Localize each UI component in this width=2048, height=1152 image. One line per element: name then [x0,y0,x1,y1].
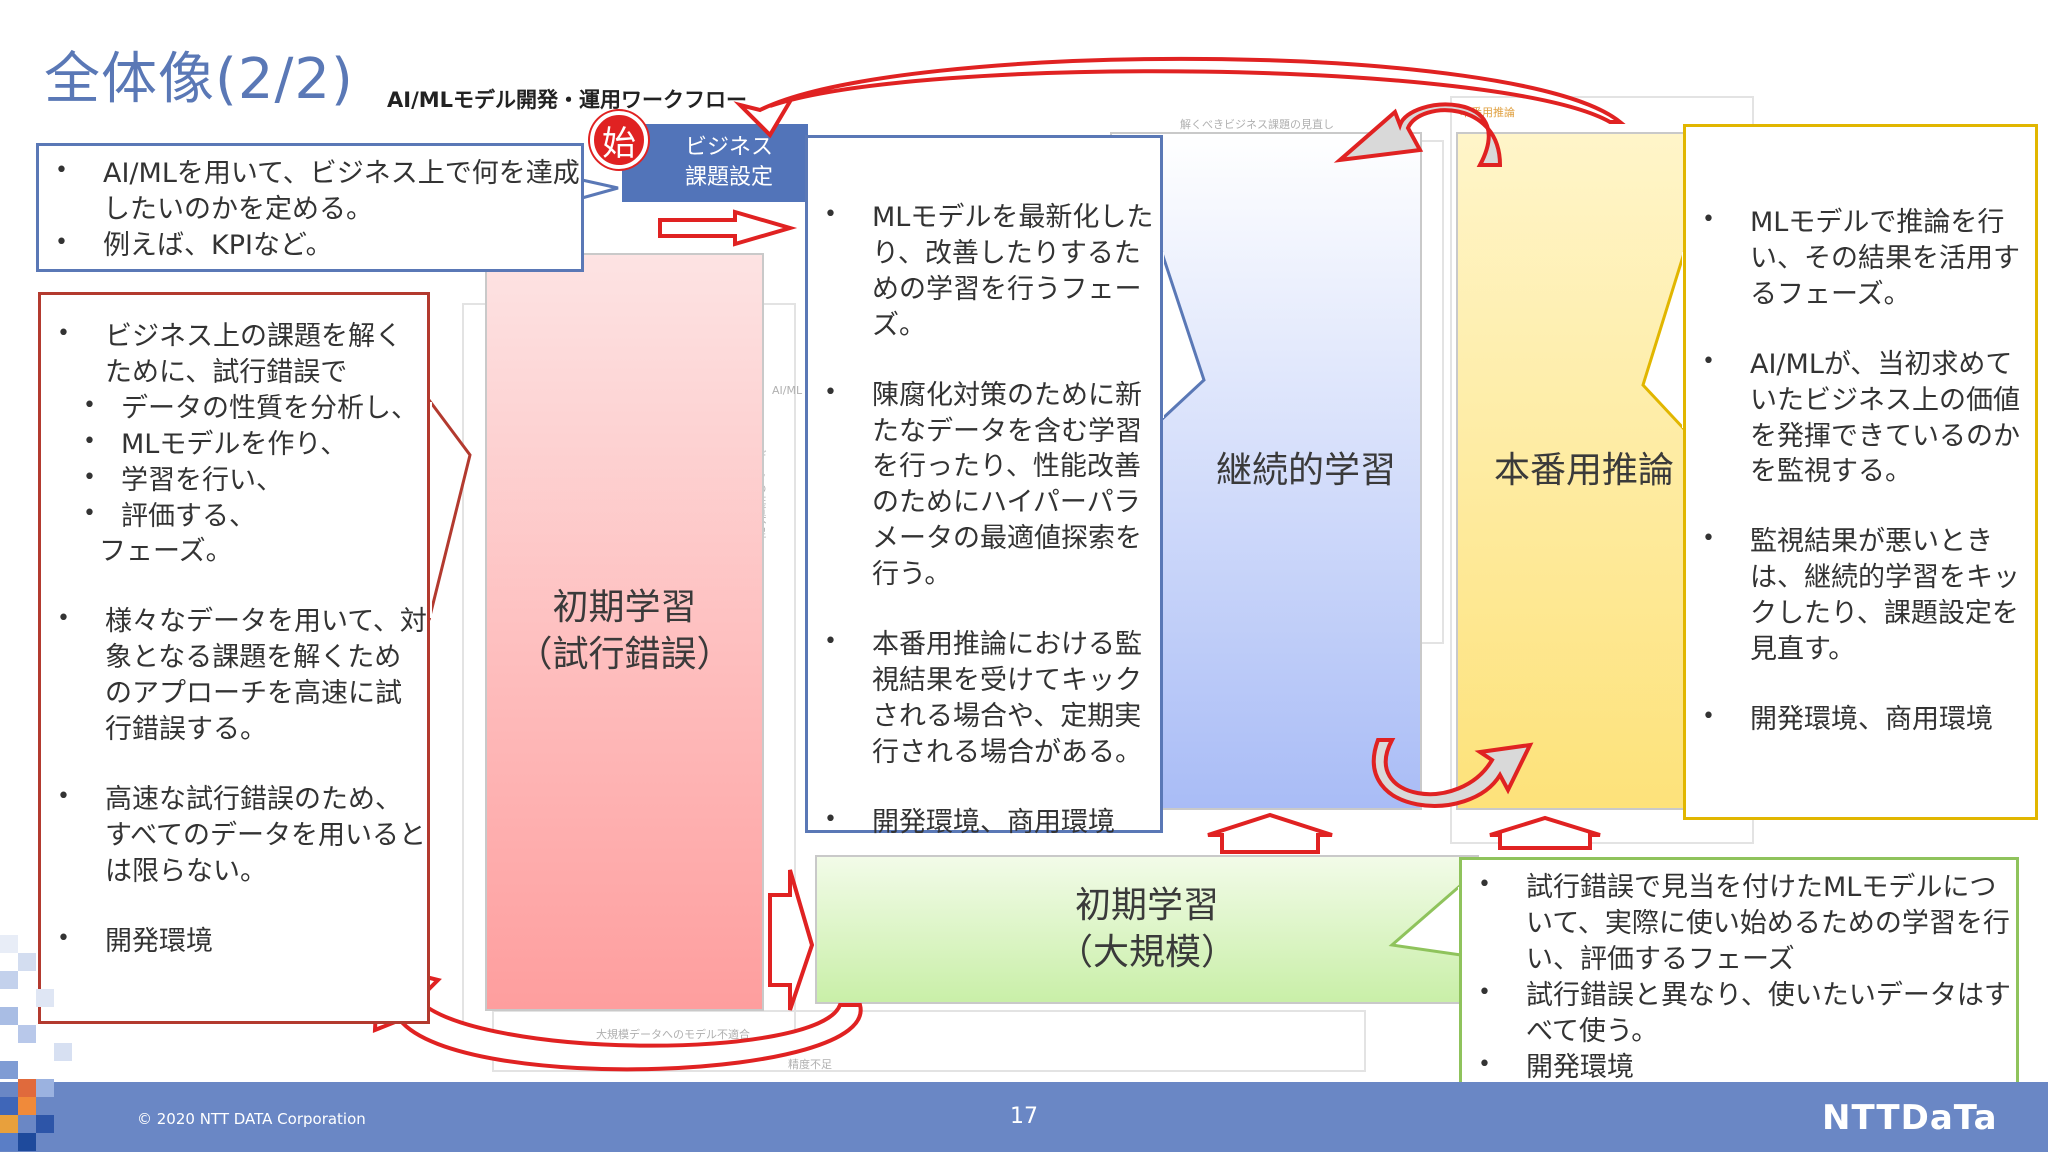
callout-item: 開発環境、商用環境 [808,805,1160,841]
callout-tail-trial [427,395,472,621]
callout-item: ビジネス上の課題を解くために、試行錯誤で [41,319,427,391]
callout-item: 高速な試行錯誤のため、すべてのデータを用いるとは限らない。 [41,782,427,890]
arrow-top-review [733,56,1626,139]
footer-bar [0,1082,2048,1152]
callout-item: 試行錯誤で見当を付けたMLモデルについて、実際に使い始めるための学習を行い、評価… [1462,870,2016,978]
callout-item: 本番用推論における監視結果を受けてキックされる場合や、定期実行される場合がある。 [808,627,1160,771]
background-label-accuracy: 精度不足 [788,1058,832,1071]
callout-item: MLモデルで推論を行い、その結果を活用するフェーズ。 [1686,205,2035,313]
slide-title: 全体像(2/2) [44,47,354,112]
callout-tail-production [1641,249,1687,434]
callout-item: AI/MLが、当初求めていたビジネス上の価値を発揮できているのかを監視する。 [1686,347,2035,491]
callout-continuous-training: MLモデルを最新化したり、改善したりするための学習を行うフェーズ。 陳腐化対策の… [805,135,1163,838]
callout-subitem: 学習を行い、 [41,463,427,499]
callout-item: 開発環境 [41,924,427,960]
phase-initial-training-large: 初期学習 （大規模） [815,855,1479,1004]
callout-tail-business [580,178,619,200]
callout-item: 様々なデータを用いて、対象となる課題を解くためのアプローチを高速に試行錯誤する。 [41,604,427,748]
callout-item: 試行錯誤と異なり、使いたいデータはすべて使う。 [1462,978,2016,1050]
phase-business-setting: ビジネス 課題設定 [622,124,808,202]
callout-item-tail: フェーズ。 [99,536,233,568]
callout-item: 開発環境 [1462,1050,2016,1086]
callout-item: 開発環境、商用環境 [1686,702,2035,738]
arrow-large-to-production [1489,815,1601,850]
callout-item: 陳腐化対策のために新たなデータを含む学習を行ったり、性能改善のためにハイパーパラ… [808,378,1160,593]
callout-initial-training-trial: ビジネス上の課題を解くために、試行錯誤で データの性質を分析し、 MLモデルを作… [38,292,430,1024]
pixel-mosaic-decoration [0,935,72,1151]
callout-tail-large [1388,881,1463,957]
callout-subitem: 評価する、 [41,499,427,535]
background-label-review: 解くべきビジネス課題の見直し [1180,118,1334,131]
background-label-aiml: AI/ML [772,384,803,397]
phase-initial-training-trial: 初期学習 （試行錯誤） [485,253,764,1011]
arrow-business-to-trial [658,209,798,247]
ntt-data-logo: NTTDaTa [1822,1098,1998,1138]
arrow-production-to-continuous [1333,102,1503,167]
background-label-misfit: 大規模データへのモデル不適合 [596,1028,750,1041]
callout-item: MLモデルを最新化したり、改善したりするための学習を行うフェーズ。 [808,200,1160,344]
callout-subitem: データの性質を分析し、 [41,391,427,427]
arrow-large-to-continuous [1207,812,1333,854]
callout-item: 監視結果が悪いときは、継続的学習をキックしたり、課題設定を見直す。 [1686,524,2035,668]
start-badge: 始 [590,111,648,169]
diagram-subtitle: AI/MLモデル開発・運用ワークフロー [387,88,748,112]
callout-initial-training-large: 試行錯誤で見当を付けたMLモデルについて、実際に使い始めるための学習を行い、評価… [1459,857,2019,1095]
callout-tail-continuous [1159,249,1206,424]
callout-business-setting: AI/MLを用いて、ビジネス上で何を達成したいのかを定める。 例えば、KPIなど… [36,143,584,272]
arrow-trial-to-large [768,869,815,1011]
callout-subitem: MLモデルを作り、 [41,427,427,463]
callout-item-text: ビジネス上の課題を解くために、試行錯誤で [105,321,402,388]
page-number: 17 [1010,1104,1038,1129]
arrow-continuous-to-production [1371,738,1534,808]
copyright-text: © 2020 NTT DATA Corporation [137,1110,366,1128]
callout-item: AI/MLを用いて、ビジネス上で何を達成したいのかを定める。 [39,156,581,228]
callout-item: 例えば、KPIなど。 [39,228,581,264]
callout-production-inference: MLモデルで推論を行い、その結果を活用するフェーズ。 AI/MLが、当初求めてい… [1683,124,2038,820]
